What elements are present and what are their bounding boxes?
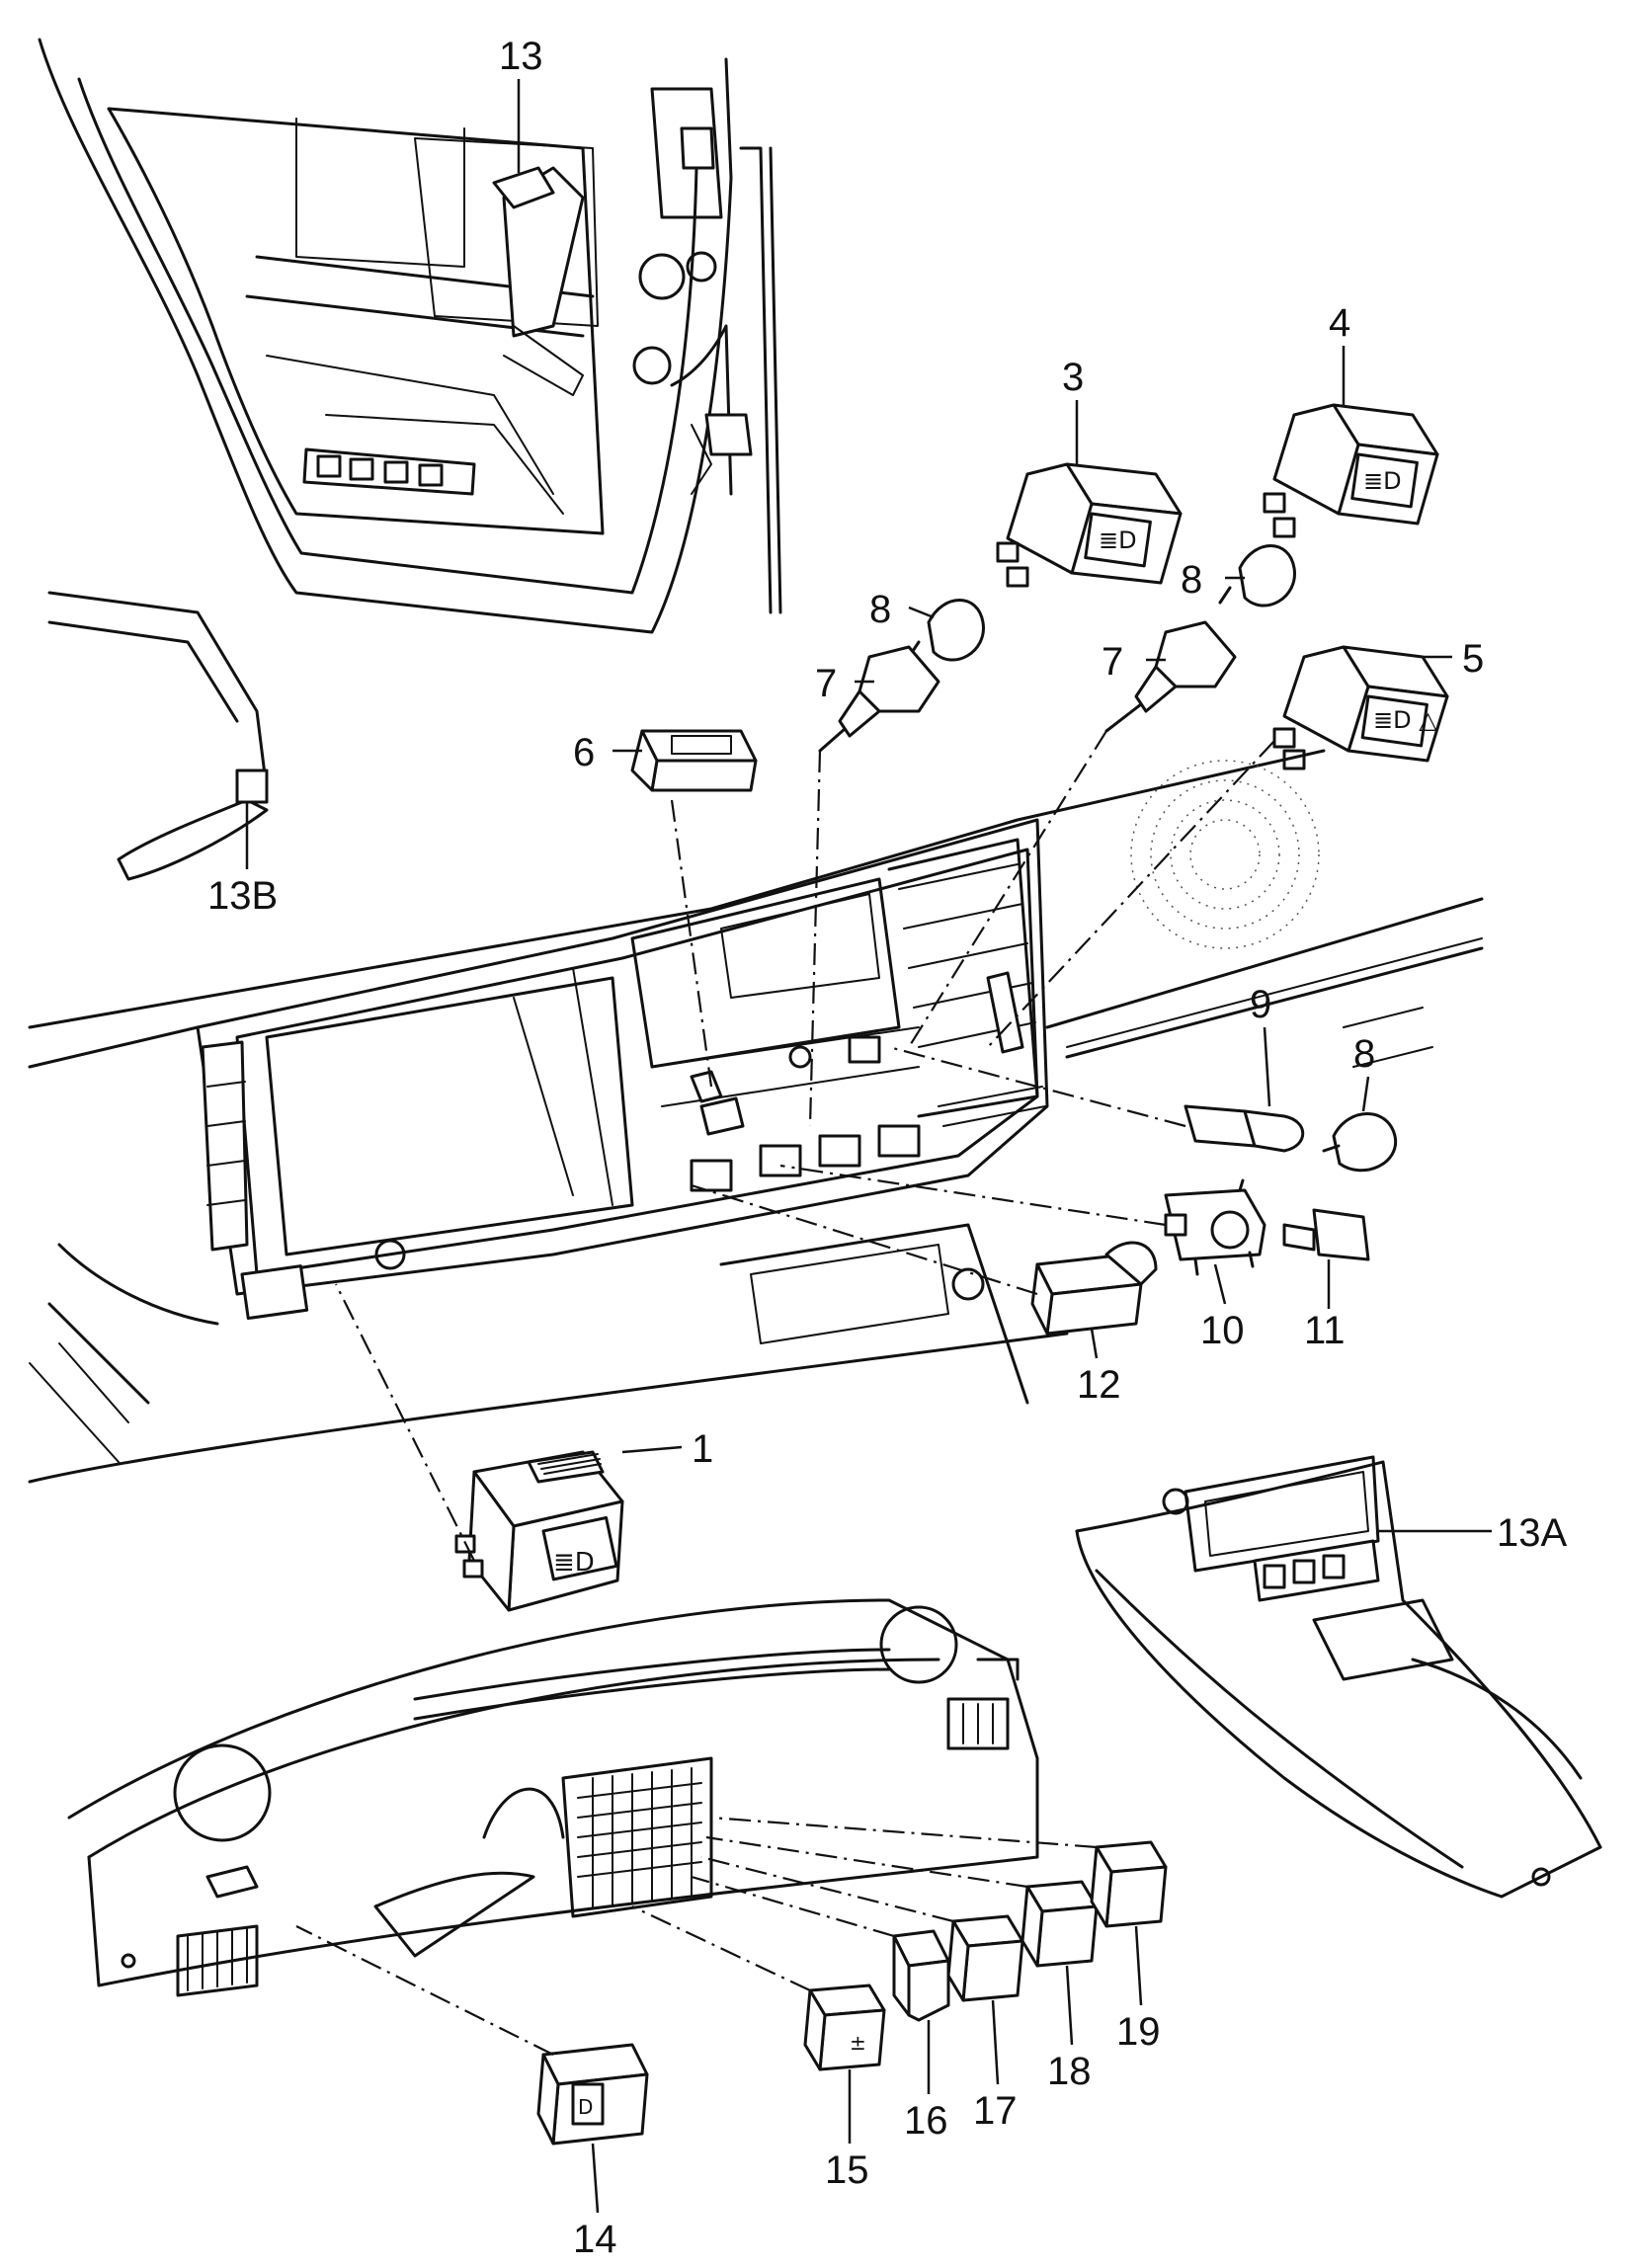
assembly-lines: [295, 730, 1275, 2056]
door-panel-drawing: [38, 38, 782, 634]
switch-17: [946, 1914, 1024, 2002]
switch-14: D: [536, 2043, 649, 2146]
callout-13b: 13B: [207, 874, 278, 918]
callout-8-lower: 8: [1353, 1032, 1375, 1076]
svg-text:D: D: [578, 2095, 593, 2119]
lamp-9: [1184, 1104, 1305, 1153]
bulb-8-upper-right: [1218, 544, 1296, 608]
callout-13: 13: [499, 35, 543, 78]
switch-19: [1090, 1840, 1168, 1928]
callout-5: 5: [1462, 637, 1484, 681]
cover-6: [630, 729, 758, 792]
bulb-8-upper-left: [907, 599, 985, 662]
callout-11: 11: [1304, 1309, 1346, 1352]
callout-7-right: 7: [1102, 640, 1123, 684]
leader-lines: [245, 79, 1492, 2214]
callout-14: 14: [573, 2218, 617, 2261]
bulb-holder-7-left: [818, 645, 940, 753]
callout-17: 17: [973, 2089, 1018, 2133]
callout-4: 4: [1329, 301, 1350, 345]
callout-1: 1: [692, 1427, 713, 1471]
callout-7-left: 7: [815, 662, 837, 705]
switch-15: ±: [803, 1984, 886, 2071]
callout-19: 19: [1116, 2010, 1161, 2054]
callout-6: 6: [573, 731, 595, 774]
svg-text:≣D: ≣D: [553, 1548, 595, 1578]
bulb-holder-7-right: [1104, 620, 1237, 733]
door-handle-13b: [47, 591, 269, 881]
callout-10: 10: [1200, 1309, 1245, 1352]
svg-text:≣D △: ≣D △: [1373, 706, 1437, 734]
switch-12: [1030, 1241, 1158, 1336]
callout-13a: 13A: [1497, 1511, 1567, 1555]
callout-18: 18: [1047, 2050, 1092, 2093]
switch-4: ≣D: [1263, 403, 1439, 538]
callout-3: 3: [1062, 356, 1084, 399]
callout-9: 9: [1250, 983, 1271, 1026]
switch-3: ≣D: [996, 462, 1183, 588]
svg-text:≣D: ≣D: [1363, 467, 1402, 495]
switch-16: [892, 1929, 950, 2022]
switch-5: ≣D △: [1272, 645, 1449, 770]
callout-labels: 13 3 4 8 8 7 7 5 6 13B 9 8 10 11 12 1 13…: [207, 35, 1567, 2261]
switch-1: ≣D: [454, 1450, 624, 1612]
lower-dashboard-drawing: [67, 1598, 1039, 1997]
callout-8-upper-left: 8: [869, 588, 891, 631]
dashboard-drawing: [28, 749, 1484, 1484]
svg-text:≣D: ≣D: [1099, 526, 1137, 554]
callout-12: 12: [1077, 1363, 1121, 1407]
switch-10: [1164, 1178, 1266, 1276]
switch-18: [1021, 1880, 1099, 1968]
svg-text:±: ±: [850, 2031, 866, 2055]
knob-11: [1282, 1208, 1370, 1261]
callout-15: 15: [825, 2148, 869, 2192]
callout-16: 16: [904, 2099, 948, 2143]
bulb-8-lower: [1322, 1112, 1398, 1173]
callout-8-upper-right: 8: [1181, 558, 1202, 602]
